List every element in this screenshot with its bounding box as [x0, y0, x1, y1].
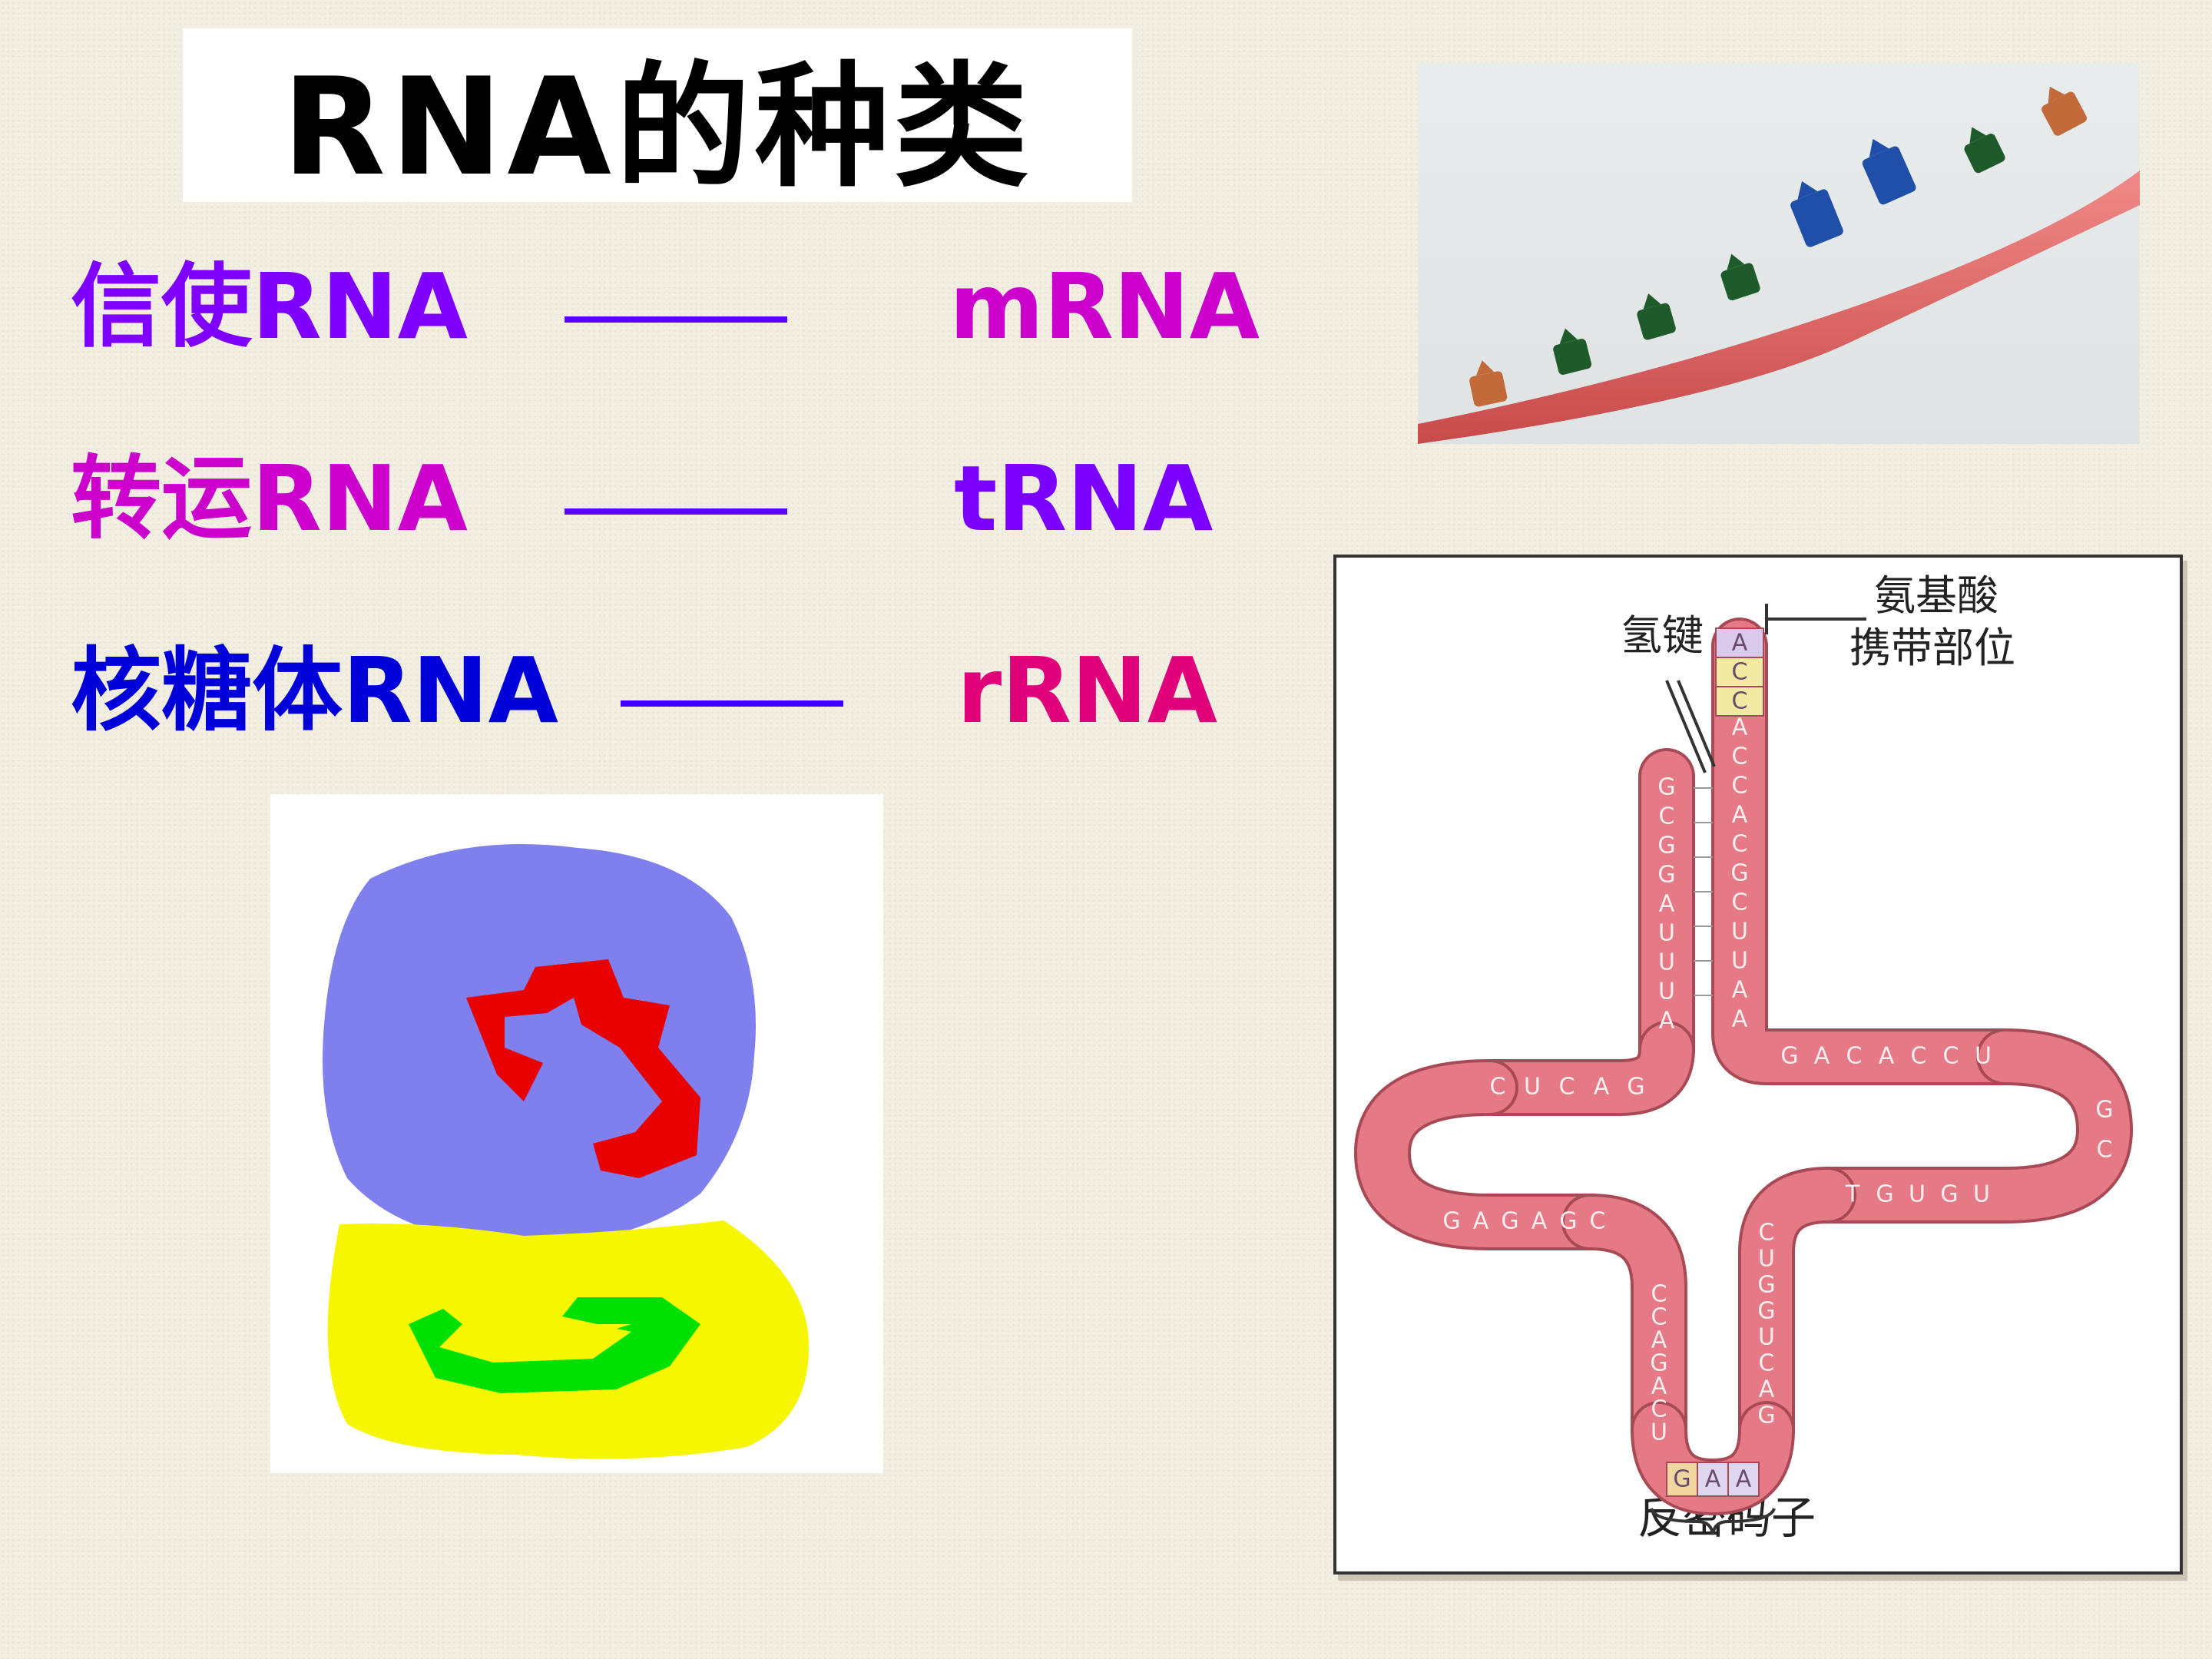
trna-base: G	[1501, 1208, 1518, 1235]
trna-base: C	[1732, 743, 1748, 770]
trna-base: A	[1732, 977, 1748, 1004]
trna-base: G	[2095, 1097, 2113, 1124]
trna-base: G	[1627, 1074, 1644, 1101]
trna-base: U	[1731, 948, 1748, 975]
trna-base: G	[1657, 833, 1675, 859]
trna-base: A	[1732, 714, 1748, 741]
trna-base: C	[1490, 1074, 1506, 1101]
trna-base: C	[1659, 803, 1675, 830]
row-abbr-rrna: rRNA	[957, 637, 1218, 743]
rrna-green	[409, 1297, 700, 1393]
row-label-mrna: 信使RNA	[71, 253, 468, 359]
trna-base: C	[1559, 1074, 1575, 1101]
trna-base: A	[1732, 1006, 1748, 1033]
trna-base: G	[1650, 1350, 1667, 1377]
trna-tail-cell	[1715, 657, 1764, 687]
trna-tail-base: C	[1732, 659, 1748, 686]
row-abbr-trna: tRNA	[954, 445, 1214, 551]
row-dash-rrna: ——	[621, 700, 843, 707]
trna-base: A	[1594, 1074, 1610, 1101]
anticodon-base: A	[1705, 1466, 1721, 1493]
label-hydrogen-bond: 氢键	[1621, 611, 1704, 660]
trna-base: C	[1943, 1043, 1959, 1070]
trna-tail-cell	[1715, 686, 1764, 717]
trna-base: G	[1657, 862, 1675, 889]
trna-base: G	[1780, 1043, 1798, 1070]
trna-base: U	[1658, 920, 1675, 947]
trna-base: C	[1651, 1281, 1667, 1308]
trna-base: U	[1909, 1181, 1926, 1208]
trna-tail-base: A	[1732, 630, 1748, 657]
label-amino-acid-1: 氨基酸	[1874, 571, 1998, 620]
trna-tail-cell	[1715, 628, 1764, 658]
trna-base: U	[1524, 1074, 1541, 1101]
trna-base: U	[1973, 1181, 1990, 1208]
trna-base: U	[1975, 1043, 1992, 1070]
trna-base: C	[2097, 1137, 2113, 1164]
rrna-red	[466, 959, 700, 1178]
trna-base: C	[1651, 1304, 1667, 1331]
trna-base: A	[1651, 1373, 1667, 1400]
row-dash-trna: ——	[565, 508, 787, 515]
trna-base: U	[1651, 1419, 1667, 1446]
small-subunit	[327, 1220, 809, 1459]
trna-base: C	[1911, 1043, 1927, 1070]
trna-base: G	[1657, 774, 1675, 801]
mrna-strand	[1418, 171, 2140, 444]
trna-base: A	[1732, 802, 1748, 829]
page-title: RNA的种类	[282, 49, 1033, 206]
anticodon-cell	[1727, 1462, 1760, 1497]
anticodon-base: A	[1736, 1466, 1752, 1493]
trna-base: A	[1814, 1043, 1830, 1070]
trna-base: G	[1757, 1298, 1775, 1325]
trna-base: C	[1759, 1220, 1775, 1247]
trna-base: G	[1757, 1402, 1775, 1429]
mrna-image	[1418, 63, 2140, 444]
trna-base: G	[1757, 1272, 1775, 1299]
trna-base: C	[1759, 1350, 1775, 1377]
trna-base: U	[1658, 949, 1675, 976]
title-box: RNA的种类	[183, 28, 1132, 206]
trna-base: A	[1659, 891, 1675, 918]
large-subunit	[323, 844, 756, 1244]
trna-base: A	[1532, 1208, 1548, 1235]
trna-base: A	[1759, 1376, 1775, 1403]
trna-base: G	[1559, 1208, 1577, 1235]
row-abbr-mrna: mRNA	[949, 253, 1260, 359]
trna-base: A	[1651, 1327, 1667, 1354]
label-amino-acid-2: 携带部位	[1849, 624, 2015, 672]
trna-tail-base: C	[1732, 688, 1748, 715]
trna-base: A	[1879, 1043, 1895, 1070]
trna-base: C	[1732, 831, 1748, 858]
trna-base: U	[1758, 1246, 1775, 1273]
trna-base: G	[1876, 1181, 1893, 1208]
nucleotide-group	[1469, 86, 2087, 407]
trna-base: T	[1845, 1181, 1860, 1208]
trna-base: C	[1732, 889, 1748, 916]
trna-base: U	[1758, 1324, 1775, 1351]
trna-base: G	[1730, 860, 1748, 887]
trna-base: G	[1940, 1181, 1958, 1208]
trna-base: G	[1442, 1208, 1460, 1235]
trna-base: C	[1651, 1396, 1667, 1423]
anticodon-cell	[1697, 1462, 1729, 1497]
anticodon-base: G	[1673, 1466, 1690, 1493]
row-label-rrna: 核糖体RNA	[71, 637, 558, 743]
trna-base: C	[1732, 773, 1748, 800]
trna-base: U	[1658, 979, 1675, 1005]
trna-base: C	[1846, 1043, 1863, 1070]
row-label-trna: 转运RNA	[71, 445, 468, 551]
trna-base: C	[1590, 1208, 1606, 1235]
trna-base: A	[1659, 1008, 1675, 1035]
trna-base: A	[1473, 1208, 1489, 1235]
ribosome-image	[270, 794, 883, 1473]
trna-base: U	[1731, 919, 1748, 945]
row-dash-mrna: ——	[565, 316, 787, 323]
